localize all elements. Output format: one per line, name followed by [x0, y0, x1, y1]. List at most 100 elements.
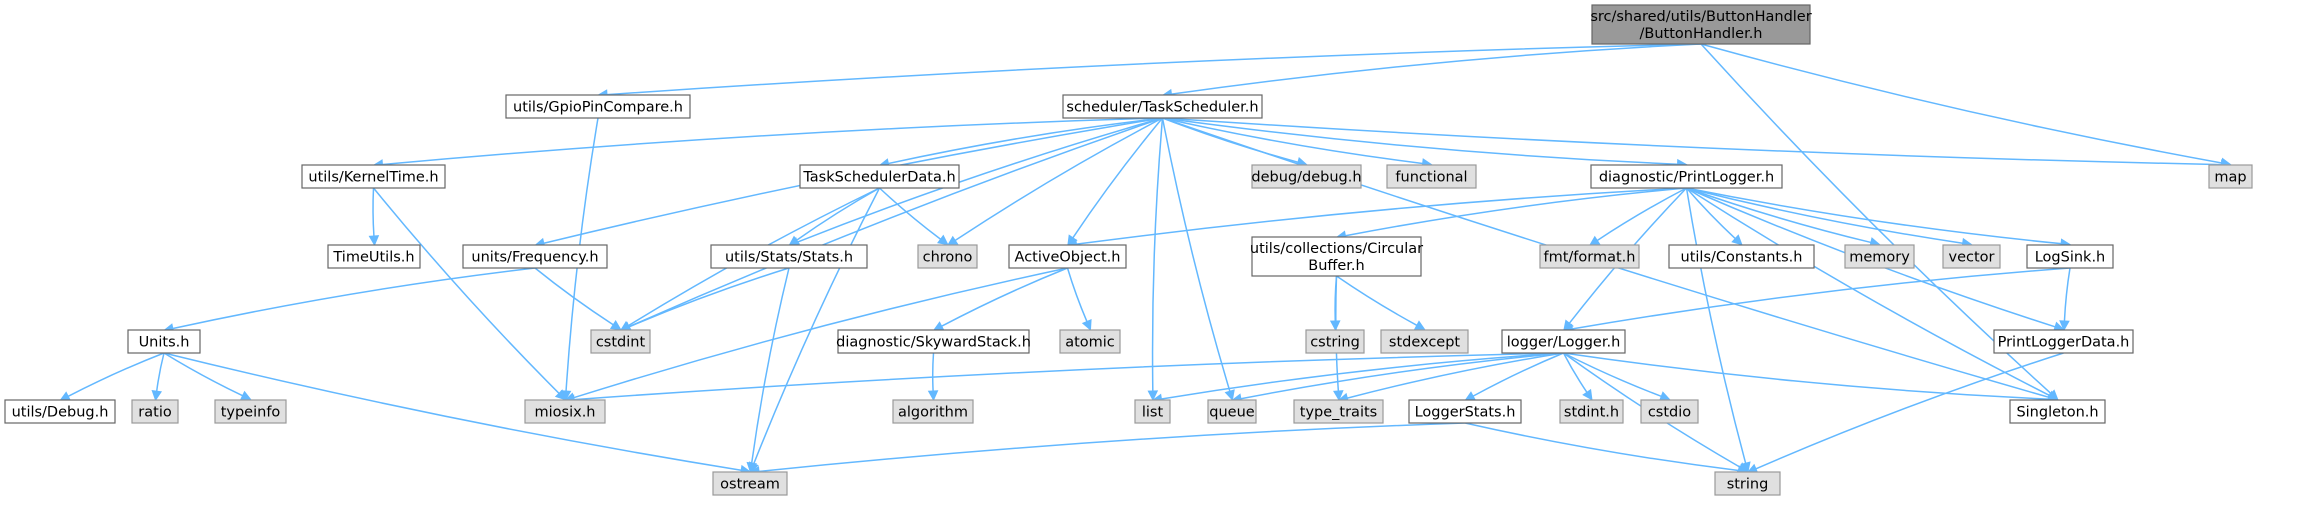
node-box [131, 399, 179, 424]
edge-arrowhead [59, 391, 72, 401]
node-label: list [1142, 405, 1164, 421]
node-singleton[interactable]: Singleton.h [2009, 399, 2106, 424]
node-gpiopincompare[interactable]: utils/GpioPinCompare.h [505, 94, 691, 119]
node-box [1059, 329, 1121, 354]
node-label: stdexcept [1389, 335, 1461, 351]
node-label: vector [1949, 250, 1995, 266]
node-box [1251, 236, 1422, 277]
node-taskscheduler[interactable]: scheduler/TaskScheduler.h [1062, 94, 1263, 119]
node-debugdebug: debug/debug.h [1251, 164, 1362, 189]
edge-line [1066, 267, 1088, 322]
node-label: TaskSchedulerData.h [802, 170, 955, 186]
node-debug[interactable]: utils/Debug.h [4, 399, 116, 424]
node-chrono: chrono [917, 244, 978, 269]
node-logsink[interactable]: LogSink.h [2026, 244, 2114, 269]
edge-line [155, 352, 165, 392]
edge-taskscheduler-to-list [1147, 117, 1164, 402]
edge-printlogger-to-circularbuffer [1335, 187, 1687, 241]
node-activeobject[interactable]: ActiveObject.h [1008, 244, 1127, 269]
node-box [1844, 244, 1915, 269]
node-frequency[interactable]: units/Frequency.h [462, 244, 608, 269]
edge-line [931, 352, 935, 392]
node-label: utils/Constants.h [1681, 250, 1803, 266]
edge-taskscheduler-to-activeobject [1067, 117, 1164, 247]
edge-loggerstats-to-ostream [748, 422, 1466, 477]
edge-taskscheduler-to-chrono [946, 117, 1163, 246]
edge-arrowhead [1464, 391, 1477, 401]
node-label: diagnostic/SkywardStack.h [836, 335, 1031, 351]
node-box [1993, 329, 2134, 354]
node-cstring: cstring [1305, 329, 1365, 354]
node-printloggerdata[interactable]: PrintLoggerData.h [1993, 329, 2134, 354]
node-box [1386, 164, 1477, 189]
node-box [1305, 329, 1365, 354]
node-label: Units.h [139, 335, 190, 351]
node-kerneltime[interactable]: utils/KernelTime.h [301, 164, 446, 189]
node-box [1293, 399, 1384, 424]
node-box [1591, 4, 1811, 45]
node-box [1714, 471, 1781, 496]
node-box [1590, 164, 1783, 189]
edge-arrowhead [368, 235, 380, 247]
node-stdexcept: stdexcept [1380, 329, 1469, 354]
edge-printlogger-to-constants [1685, 187, 1743, 246]
edge-line [1240, 352, 1564, 400]
node-list: list [1134, 399, 1171, 424]
edge-line [1162, 117, 1423, 165]
node-loggerstats[interactable]: LoggerStats.h [1408, 399, 1522, 424]
edge-arrowhead [746, 461, 758, 474]
node-label: /ButtonHandler.h [1639, 26, 1762, 42]
node-typeinfo: typeinfo [214, 399, 287, 424]
edge-line [573, 267, 1068, 399]
node-box [892, 399, 974, 424]
edge-line [1563, 352, 2049, 400]
edge-frequency-to-cstdint [534, 267, 622, 331]
node-label: atomic [1065, 335, 1115, 351]
edge-line [1685, 187, 1747, 464]
edge-arrowhead [788, 235, 801, 247]
node-buttonhandler[interactable]: src/shared/utils/ButtonHandler/ButtonHan… [1590, 4, 1812, 45]
node-atomic: atomic [1059, 329, 1121, 354]
edge-line [534, 267, 614, 326]
edge-line [163, 352, 243, 397]
edge-units-to-debug [59, 352, 165, 401]
edge-line [1562, 352, 1588, 393]
node-label: diagnostic/PrintLogger.h [1599, 170, 1774, 186]
node-constants[interactable]: utils/Constants.h [1668, 244, 1815, 269]
node-units[interactable]: Units.h [127, 329, 201, 354]
edge-line [1700, 43, 2222, 164]
edge-arrowhead [1658, 391, 1671, 402]
node-ratio: ratio [131, 399, 179, 424]
node-label: utils/Debug.h [12, 405, 109, 421]
node-box [1539, 244, 1640, 269]
node-timeutils[interactable]: TimeUtils.h [327, 244, 421, 269]
node-label: algorithm [898, 405, 968, 421]
edge-line [753, 187, 881, 465]
edge-kerneltime-to-timeutils [368, 187, 380, 247]
edges-layer [59, 43, 2232, 477]
node-stats[interactable]: utils/Stats/Stats.h [710, 244, 868, 269]
node-memory: memory [1844, 244, 1915, 269]
node-label: utils/GpioPinCompare.h [513, 100, 683, 116]
node-box [1408, 399, 1522, 424]
edge-kerneltime-to-miosix [372, 187, 567, 401]
node-label: functional [1395, 170, 1467, 186]
edge-arrowhead [1147, 390, 1159, 402]
edge-units-to-ratio [151, 352, 165, 402]
node-box [1559, 399, 1624, 424]
edge-logsink-to-logger [1562, 267, 2071, 335]
edge-line [1151, 117, 1164, 392]
node-skywardstack[interactable]: diagnostic/SkywardStack.h [836, 329, 1031, 354]
node-printlogger[interactable]: diagnostic/PrintLogger.h [1590, 164, 1783, 189]
edge-arrowhead [932, 321, 945, 331]
node-logger[interactable]: logger/Logger.h [1501, 329, 1626, 354]
node-schedulerdata[interactable]: TaskSchedulerData.h [799, 164, 960, 189]
node-box [712, 471, 788, 496]
edge-printlogger-to-string [1685, 187, 1751, 473]
edge-arrowhead [946, 235, 959, 246]
edge-units-to-typeinfo [163, 352, 252, 401]
node-box [505, 94, 691, 119]
node-label: ostream [720, 477, 780, 493]
node-label: utils/Stats/Stats.h [725, 250, 853, 266]
